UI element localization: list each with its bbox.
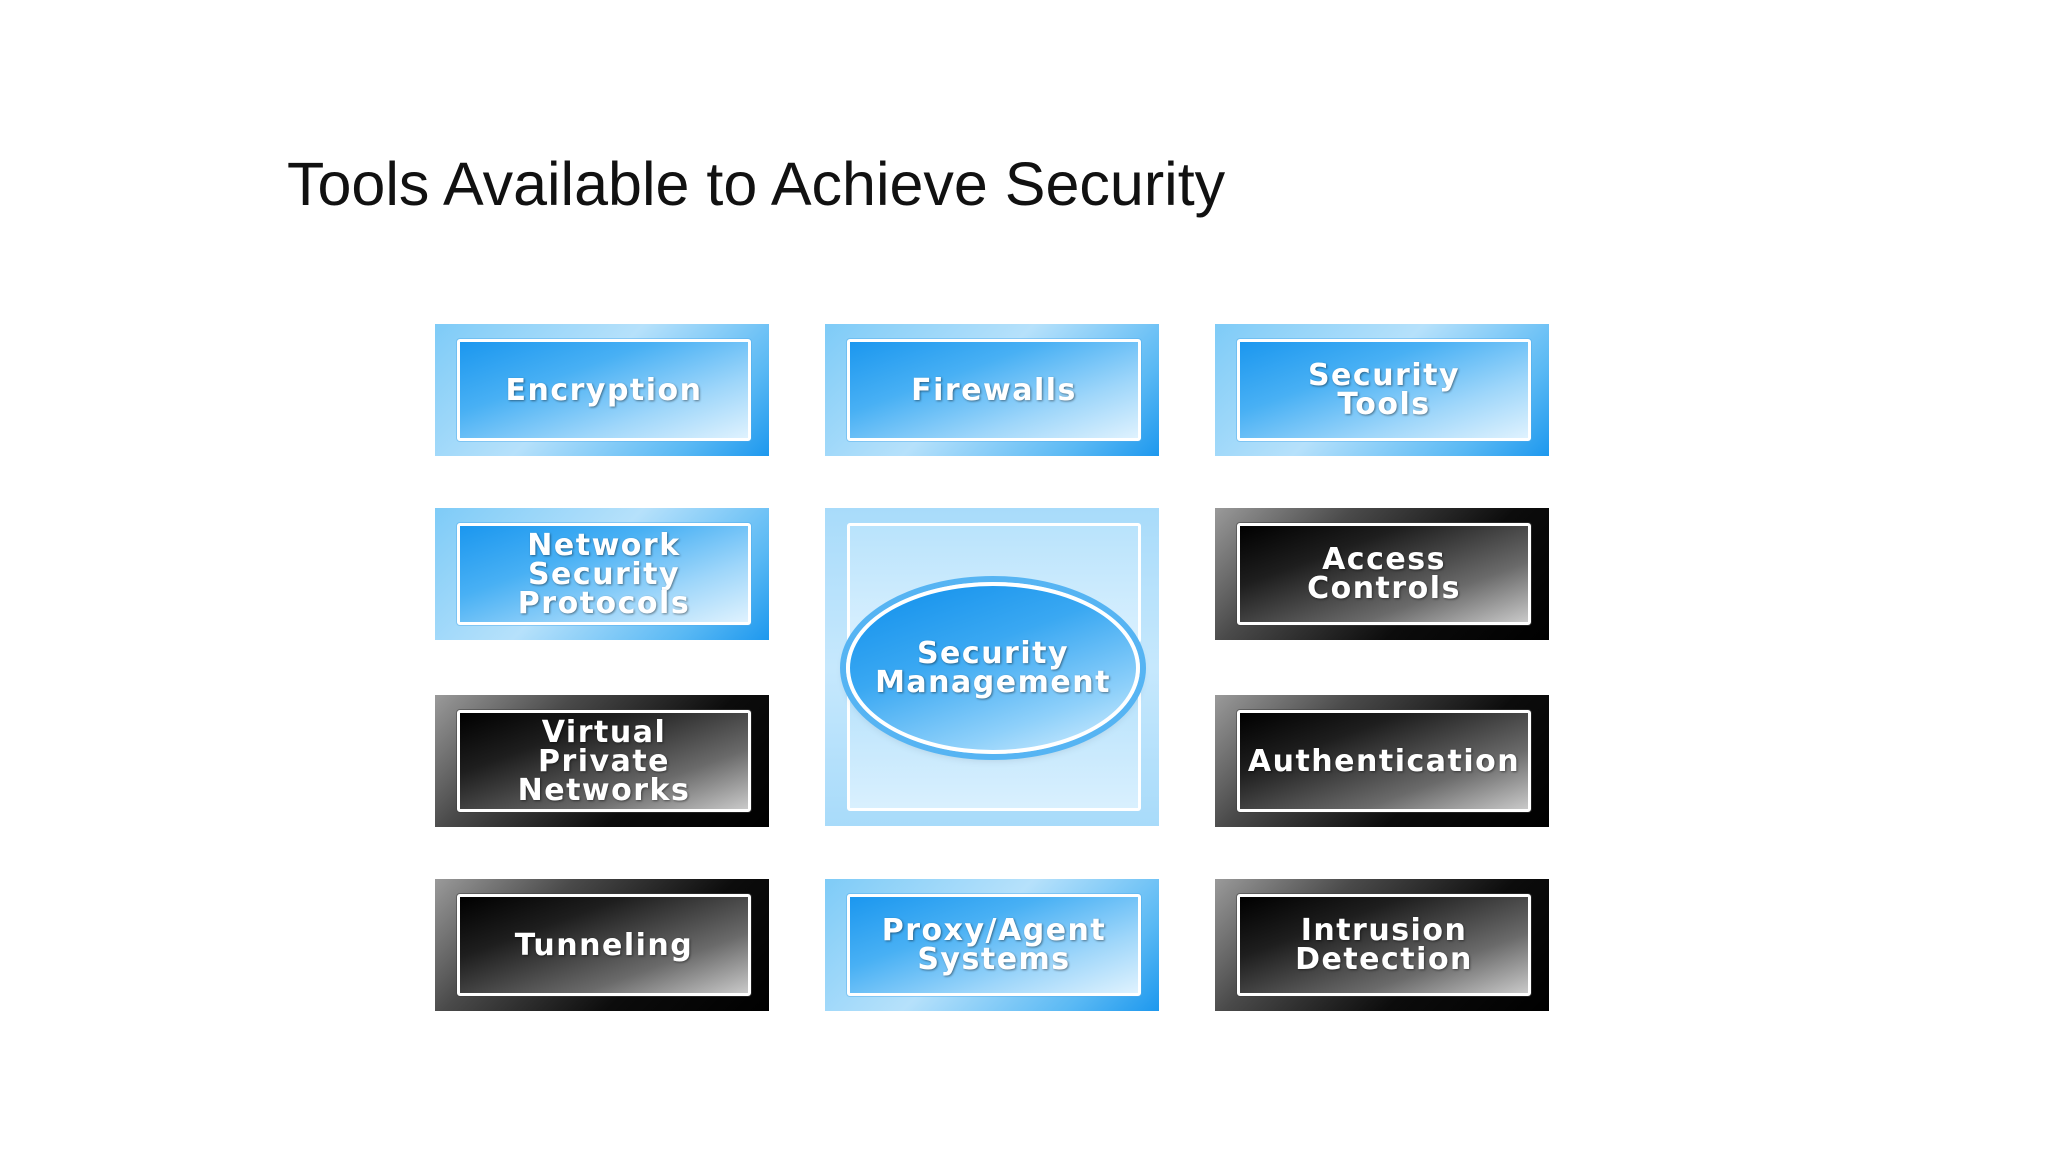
tile-encryption: Encryption	[435, 324, 769, 456]
tile-label: Network Security Protocols	[517, 527, 691, 621]
tile-encryption-panel: Encryption	[457, 339, 751, 441]
tile-network-security-protocols-panel: Network Security Protocols	[457, 523, 751, 625]
center-label: Security Management	[875, 636, 1111, 700]
slide-title: Tools Available to Achieve Security	[287, 150, 1226, 218]
tile-security-tools-panel: Security Tools	[1237, 339, 1531, 441]
tile-network-security-protocols: Network Security Protocols	[435, 508, 769, 640]
tile-label: Tunneling	[514, 927, 694, 963]
tile-label: Encryption	[505, 372, 703, 408]
tile-proxy-agent-systems: Proxy/Agent Systems	[825, 879, 1159, 1011]
tile-label: Intrusion Detection	[1295, 913, 1473, 977]
tile-access-controls: Access Controls	[1215, 508, 1549, 640]
tile-intrusion-detection-panel: Intrusion Detection	[1237, 894, 1531, 996]
tile-proxy-agent-systems-panel: Proxy/Agent Systems	[847, 894, 1141, 996]
tile-label: Virtual Private Networks	[517, 714, 691, 808]
tile-intrusion-detection: Intrusion Detection	[1215, 879, 1549, 1011]
tile-tunneling-panel: Tunneling	[457, 894, 751, 996]
tile-firewalls-panel: Firewalls	[847, 339, 1141, 441]
tile-virtual-private-networks: Virtual Private Networks	[435, 695, 769, 827]
tile-label: Firewalls	[911, 372, 1077, 408]
tile-label: Proxy/Agent Systems	[881, 913, 1107, 977]
tile-access-controls-panel: Access Controls	[1237, 523, 1531, 625]
security-management-ellipse: Security Management	[846, 582, 1140, 754]
tile-label: Security Tools	[1307, 358, 1461, 422]
tile-label: Authentication	[1247, 743, 1521, 779]
tile-authentication: Authentication	[1215, 695, 1549, 827]
tile-firewalls: Firewalls	[825, 324, 1159, 456]
tile-security-tools: Security Tools	[1215, 324, 1549, 456]
tile-authentication-panel: Authentication	[1237, 710, 1531, 812]
tile-label: Access Controls	[1307, 542, 1461, 606]
tile-tunneling: Tunneling	[435, 879, 769, 1011]
tile-virtual-private-networks-panel: Virtual Private Networks	[457, 710, 751, 812]
